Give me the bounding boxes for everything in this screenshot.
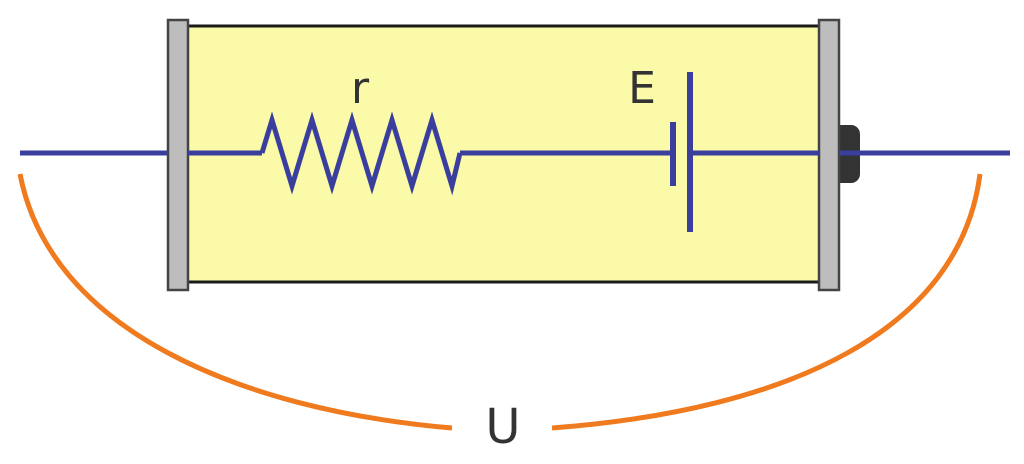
right-end-cap <box>817 18 841 292</box>
voltage-arc-left <box>17 173 453 431</box>
battery-cell-icon <box>670 72 693 232</box>
emf-label: E <box>628 63 656 114</box>
voltage-arc-right <box>551 173 983 431</box>
resistor-label: r <box>351 63 370 114</box>
left-end-cap <box>166 18 190 292</box>
resistor-zigzag-icon <box>259 111 463 196</box>
voltage-label: U <box>485 399 520 455</box>
